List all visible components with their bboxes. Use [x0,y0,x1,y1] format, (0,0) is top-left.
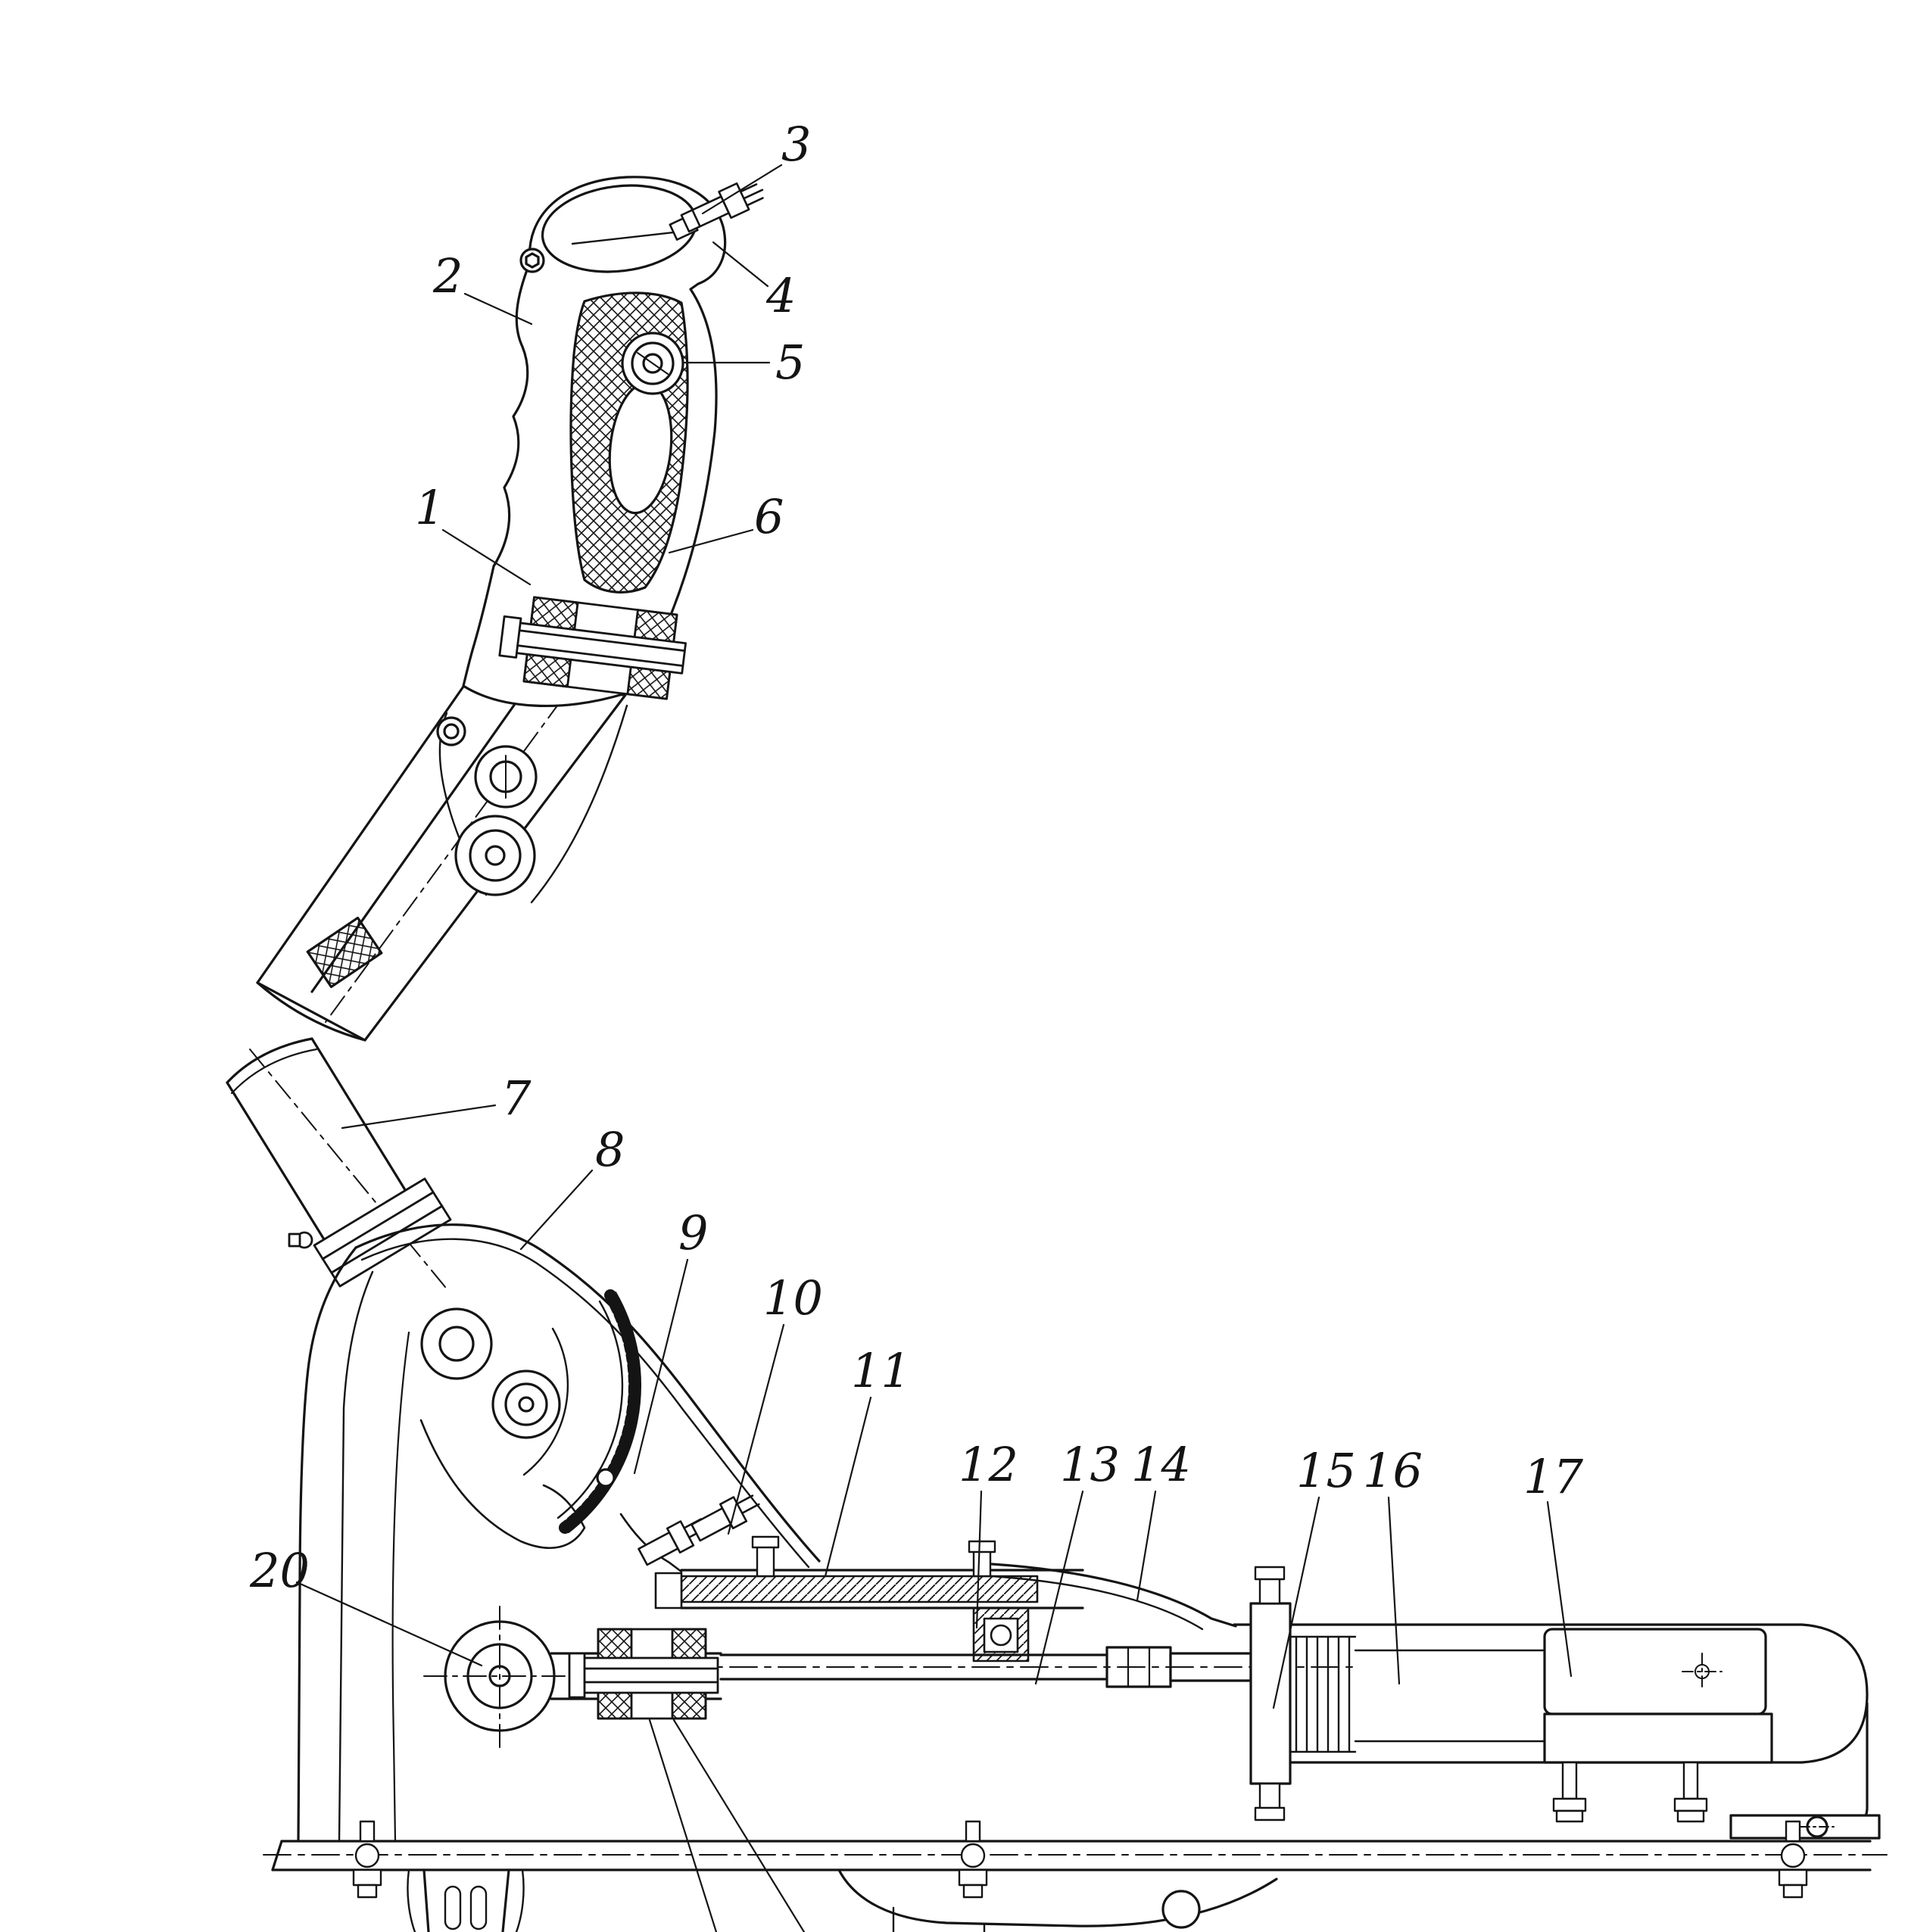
callout-4-leader [712,241,769,288]
sector-inner-arc [556,1300,624,1519]
rail-bracket [972,1606,1030,1662]
base-plate [263,1820,1888,1899]
sector-pivot [420,1307,493,1380]
callout-8-leader [519,1169,594,1251]
shift-knob [436,176,764,904]
plate-bolt-right [1778,1820,1808,1899]
upper-shaft-centerline [325,699,563,1023]
callout-1-leader [441,528,532,586]
sector-outer-arc [567,1291,641,1534]
housing-left-inner-edge [338,1270,374,1843]
cutoff-leader-a [648,1719,718,1932]
damper-block-hole [1682,1653,1722,1690]
ratchet-roller [491,1370,561,1439]
callout-8-label: 8 [595,1122,625,1177]
callout-20-label: 20 [249,1543,310,1598]
callout-7-label: 7 [501,1070,532,1126]
tube-centerline [249,1049,446,1288]
callout-2-label: 2 [432,248,463,304]
rail-left-step [654,1572,683,1609]
callout-3-leader [701,164,783,215]
flange-bolt-bottom [1254,1782,1286,1821]
callout-2-leader [463,292,533,326]
sector-teeth-band [559,1289,641,1534]
knob-left-screw [519,248,545,273]
callout-6-label: 6 [754,489,784,544]
pawl-plate [419,1419,586,1550]
housing-left-edge [297,1246,357,1843]
callout-9-label: 9 [678,1205,708,1260]
callout-3-label: 3 [781,117,811,172]
pivot-bolt-upper [474,745,538,809]
callout-16-leader [1387,1496,1401,1685]
lower-lever [407,1868,525,1932]
damper-cylinder [1233,1566,1881,1840]
callout-14-leader [1136,1490,1157,1602]
callout-5-label: 5 [775,335,805,390]
pawl-pin [596,1468,616,1488]
lock-stud-a [638,1518,709,1566]
callout-12-leader [975,1490,983,1629]
callout-10-leader [727,1323,785,1535]
callout-14-label: 14 [1131,1437,1191,1492]
lever-lower-tube [226,1037,452,1288]
bellows [1289,1635,1357,1753]
support-bolt-b [1673,1761,1708,1823]
callout-leaders [295,164,1573,1709]
callout-15-leader [1272,1496,1320,1709]
shaft-break-hatch [306,916,383,989]
callout-12-label: 12 [959,1437,1018,1492]
base-housing [297,1223,821,1843]
slide-rail [654,1535,1084,1609]
plate-bolt-mid [958,1820,988,1899]
pivot-bolt-lower [454,815,536,896]
tube-break-curve [226,1037,313,1084]
plate-bolt-left [352,1820,382,1899]
cylinder-support [1543,1712,1773,1764]
support-bolt-a [1552,1761,1587,1823]
end-bracket [1729,1702,1881,1840]
sector-gear [419,1289,641,1550]
cutoff-leader-b [672,1719,806,1932]
cover-plate [990,1563,1237,1631]
callout-1-label: 1 [415,480,444,535]
knob-clamp-block [498,596,687,700]
callout-11-leader [824,1396,872,1578]
rail-stud-a [751,1535,780,1578]
callout-6-leader [668,528,754,554]
callout-4-label: 4 [765,268,796,323]
callout-9-leader [633,1258,689,1475]
cylinder-flange [1249,1602,1292,1785]
tube-left-edge [226,1081,344,1270]
callout-17-label: 17 [1523,1449,1583,1504]
callout-13-label: 13 [1060,1437,1120,1492]
link-clamp-block [568,1628,719,1720]
housing-cover-inner [360,1238,810,1569]
callout-11-label: 11 [851,1343,911,1398]
upper-shaft-end-curve [256,981,366,1042]
callout-17-leader [1546,1500,1573,1678]
damper-block [1543,1628,1767,1715]
callout-labels: 1 2 3 4 5 6 7 8 9 10 11 12 13 14 15 16 1… [249,117,1583,1598]
callout-10-label: 10 [763,1270,823,1326]
callout-15-label: 15 [1296,1443,1356,1498]
sector-slot-arc [522,1327,569,1476]
callout-20-leader [295,1581,483,1667]
rail-stud-b [968,1540,996,1578]
pivot-axle [423,1606,584,1748]
top-cover-screw [669,182,764,241]
flange-bolt-top [1254,1566,1286,1605]
callout-7-leader [341,1104,497,1130]
housing-panel-fold [391,1331,410,1843]
hose-clamp [288,1177,452,1288]
knob-bracket-edge-right [530,704,628,904]
callout-16-label: 16 [1363,1443,1423,1498]
callout-13-leader [1034,1490,1084,1685]
small-ring-pin [436,716,466,746]
under-gearbox [837,1868,1278,1932]
tube-break-curve-2 [230,1048,318,1095]
push-button [621,332,684,395]
knob-top-inner-line [571,230,681,245]
